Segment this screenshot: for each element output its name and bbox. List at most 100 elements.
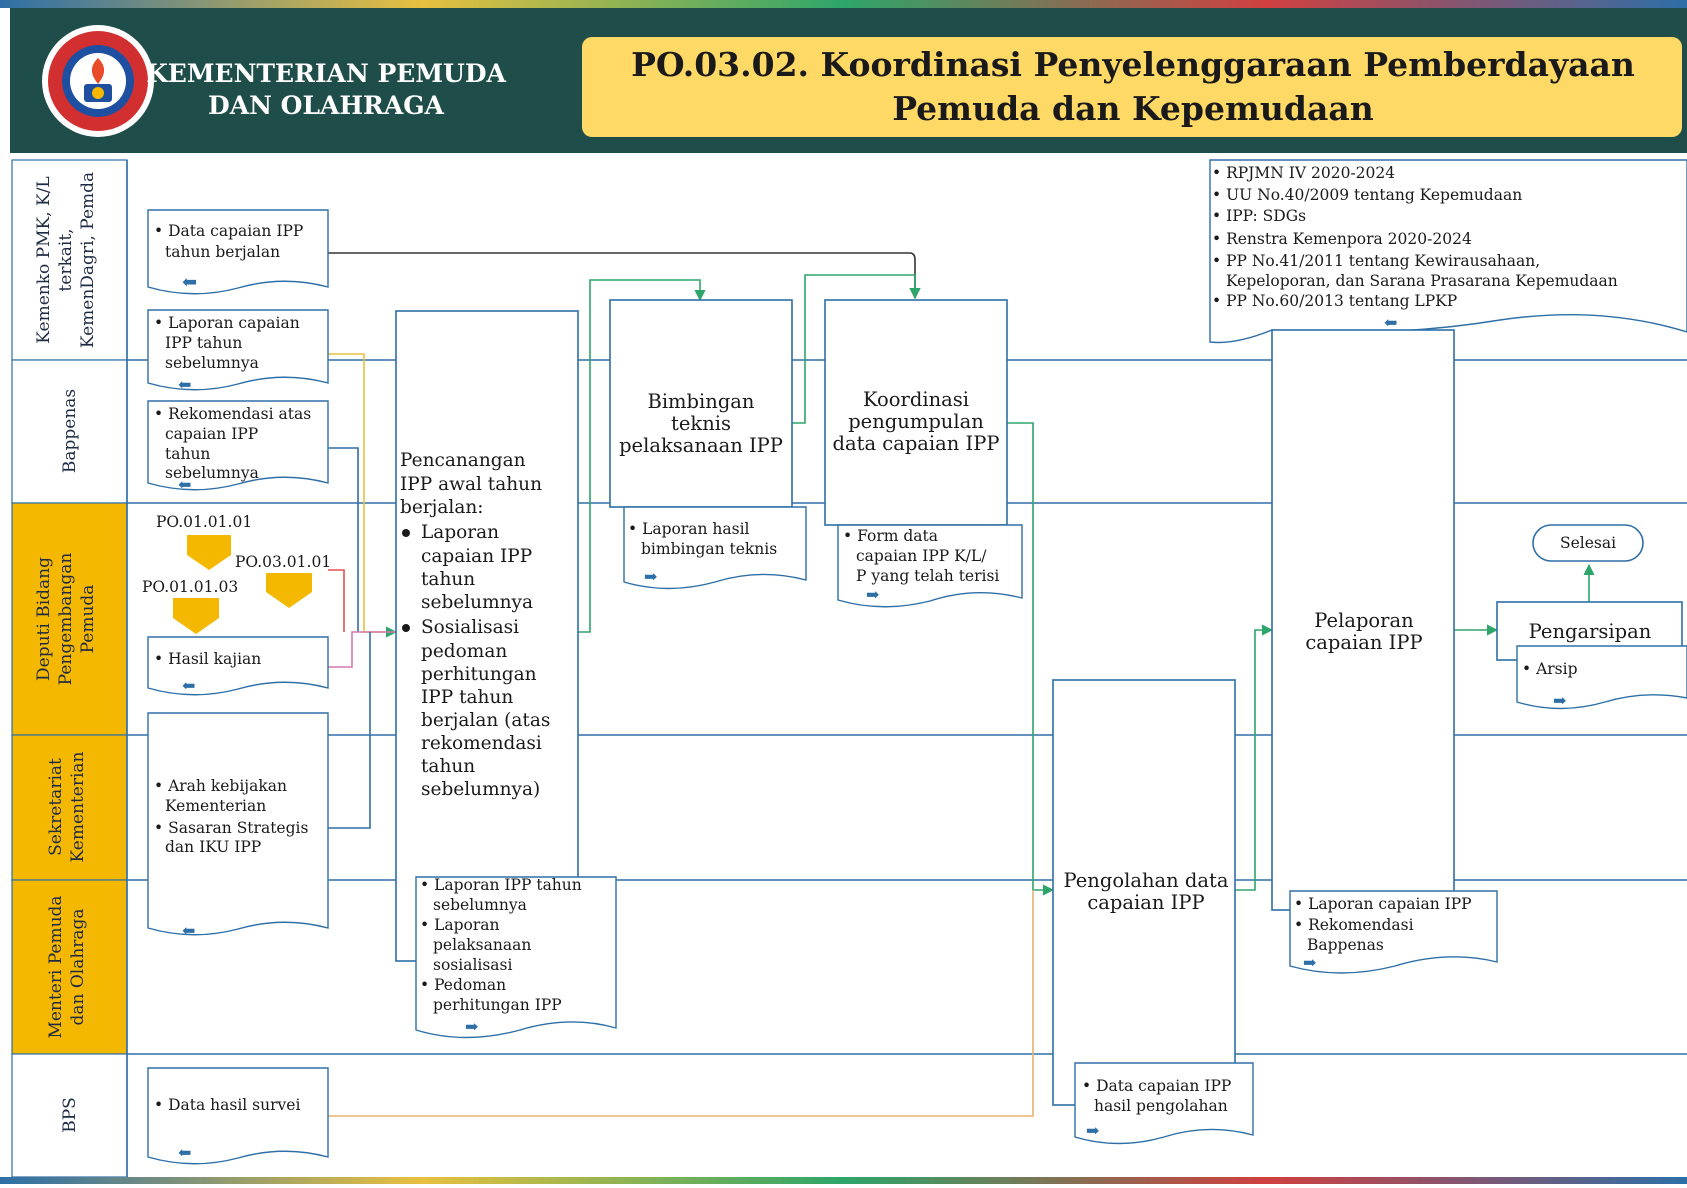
- svg-text:Bimbingan: Bimbingan: [647, 390, 754, 413]
- svg-text:IPP awal tahun: IPP awal tahun: [400, 474, 542, 495]
- svg-text:capaian IPP: capaian IPP: [421, 546, 532, 567]
- kemenpora-logo-icon: [42, 25, 154, 137]
- arrow-left-icon: ⬅: [178, 475, 191, 494]
- org-name-line1: KEMENTERIAN PEMUDA: [146, 59, 506, 88]
- svg-text:Kepeloporan, dan Sarana Prasar: Kepeloporan, dan Sarana Prasarana Kepemu…: [1226, 272, 1618, 290]
- svg-text:sebelumnya): sebelumnya): [421, 779, 540, 800]
- svg-text:KemenDagri, Pemda: KemenDagri, Pemda: [78, 172, 98, 348]
- process-pencanangan: Pencanangan IPP awal tahun berjalan: Lap…: [395, 310, 579, 962]
- svg-text:sosialisasi: sosialisasi: [433, 956, 513, 974]
- svg-text:• Renstra Kemenpora 2020-2024: • Renstra Kemenpora 2020-2024: [1212, 230, 1472, 248]
- svg-text:Kementerian: Kementerian: [68, 751, 88, 862]
- svg-text:Selesai: Selesai: [1560, 534, 1616, 552]
- svg-text:data capaian IPP: data capaian IPP: [833, 432, 1000, 455]
- svg-text:• Rekomendasi atas: • Rekomendasi atas: [154, 405, 311, 423]
- svg-text:Kemenko PMK, K/L: Kemenko PMK, K/L: [34, 176, 54, 343]
- doc-data-survei: • Data hasil survei ⬅: [147, 1067, 329, 1165]
- svg-text:• PP No.41/2011 tentang Kewira: • PP No.41/2011 tentang Kewirausahaan,: [1212, 252, 1540, 270]
- arrow-right-icon: ➡: [1303, 953, 1316, 972]
- svg-text:berjalan:: berjalan:: [400, 497, 484, 518]
- svg-text:tahun: tahun: [421, 756, 475, 777]
- svg-text:IPP tahun: IPP tahun: [165, 334, 242, 352]
- arrow-left-icon: ⬅: [178, 1143, 191, 1162]
- svg-text:sebelumnya: sebelumnya: [421, 592, 533, 613]
- arrow-right-icon: ➡: [465, 1017, 478, 1036]
- svg-text:• Arsip: • Arsip: [1522, 660, 1578, 678]
- lane-label-bps: BPS: [60, 1097, 80, 1133]
- ref-po030101: PO.03.01.01: [235, 553, 331, 571]
- svg-text:Sosialisasi: Sosialisasi: [421, 617, 519, 638]
- ref-po010101: PO.01.01.01: [156, 513, 252, 531]
- svg-text:BPS: BPS: [60, 1097, 80, 1133]
- svg-text:Bappenas: Bappenas: [60, 389, 80, 473]
- doc-output-bimbingan: • Laporan hasil bimbingan teknis ➡: [623, 506, 807, 590]
- svg-text:IPP tahun: IPP tahun: [421, 687, 513, 708]
- title-box: [582, 37, 1682, 137]
- doc-laporan-capaian: • Laporan capaian IPP tahun sebelumnya ⬅: [147, 309, 329, 394]
- doc-output-pencanangan: • Laporan IPP tahun sebelumnya • Laporan…: [415, 876, 617, 1039]
- svg-text:Kementerian: Kementerian: [165, 797, 266, 815]
- doc-arah-kebijakan: • Arah kebijakan Kementerian • Sasaran S…: [147, 712, 329, 940]
- svg-text:tahun: tahun: [421, 569, 475, 590]
- svg-text:terkait,: terkait,: [56, 228, 76, 291]
- svg-text:perhitungan IPP: perhitungan IPP: [433, 996, 562, 1014]
- svg-text:rekomendasi: rekomendasi: [421, 733, 542, 754]
- svg-text:bimbingan teknis: bimbingan teknis: [641, 540, 777, 558]
- arrow-left-icon: ⬅: [182, 272, 197, 293]
- svg-text:Laporan: Laporan: [421, 522, 499, 543]
- arrow-left-icon: ⬅: [1384, 313, 1397, 332]
- svg-text:pelaksanaan IPP: pelaksanaan IPP: [619, 434, 783, 457]
- svg-text:Deputi Bidang: Deputi Bidang: [34, 557, 54, 681]
- svg-text:hasil pengolahan: hasil pengolahan: [1094, 1097, 1228, 1115]
- svg-text:pengumpulan: pengumpulan: [848, 410, 984, 433]
- svg-text:• Laporan capaian: • Laporan capaian: [154, 314, 300, 332]
- svg-text:Sekretariat: Sekretariat: [46, 758, 66, 856]
- doc-data-capaian: • Data capaian IPP tahun berjalan ⬅: [147, 209, 329, 295]
- svg-text:Bappenas: Bappenas: [1307, 936, 1384, 954]
- lane-label-deputi: Deputi Bidang Pengembangan Pemuda: [34, 553, 98, 686]
- svg-text:Pengembangan: Pengembangan: [56, 553, 76, 686]
- svg-text:sebelumnya: sebelumnya: [165, 354, 259, 372]
- svg-text:perhitungan: perhitungan: [421, 664, 537, 685]
- swimlanes: [11, 159, 1687, 1178]
- svg-text:• Laporan IPP tahun: • Laporan IPP tahun: [420, 876, 582, 894]
- svg-text:• Laporan hasil: • Laporan hasil: [628, 520, 750, 538]
- arrow-left-icon: ⬅: [178, 375, 191, 394]
- svg-text:Pelaporan: Pelaporan: [1314, 609, 1414, 632]
- top-stripe: [0, 0, 1687, 8]
- lane-label-kemenko: Kemenko PMK, K/L terkait, KemenDagri, Pe…: [34, 172, 98, 348]
- offpage-ref-icon: [266, 573, 312, 608]
- lane-label-menteri: Menteri Pemuda dan Olahraga: [46, 895, 88, 1038]
- svg-text:Koordinasi: Koordinasi: [863, 388, 969, 411]
- svg-text:• Form data: • Form data: [843, 527, 938, 545]
- process-koordinasi: Koordinasi pengumpulan data capaian IPP: [824, 299, 1008, 526]
- svg-text:capaian IPP: capaian IPP: [165, 425, 258, 443]
- svg-text:• Data hasil survei: • Data hasil survei: [154, 1096, 300, 1114]
- svg-text:pedoman: pedoman: [421, 641, 507, 662]
- svg-text:capaian IPP: capaian IPP: [1087, 891, 1204, 914]
- svg-text:• UU No.40/2009 tentang Kepemu: • UU No.40/2009 tentang Kepemudaan: [1212, 186, 1522, 204]
- bottom-stripe: [0, 1177, 1687, 1184]
- svg-text:• Laporan capaian IPP: • Laporan capaian IPP: [1294, 895, 1472, 913]
- offpage-ref-icon: [173, 598, 219, 634]
- doc-rekomendasi: • Rekomendasi atas capaian IPP tahun seb…: [147, 400, 329, 494]
- svg-text:• Rekomendasi: • Rekomendasi: [1294, 916, 1414, 934]
- doc-regulations: • RPJMN IV 2020-2024 • UU No.40/2009 ten…: [1209, 159, 1687, 344]
- svg-text:Pemuda: Pemuda: [78, 585, 98, 654]
- svg-text:sebelumnya: sebelumnya: [433, 896, 527, 914]
- svg-text:• Arah kebijakan: • Arah kebijakan: [154, 777, 287, 795]
- svg-text:• PP No.60/2013 tentang LPKP: • PP No.60/2013 tentang LPKP: [1212, 292, 1457, 310]
- svg-text:• Laporan: • Laporan: [420, 916, 500, 934]
- svg-text:tahun berjalan: tahun berjalan: [165, 243, 280, 261]
- arrow-right-icon: ➡: [866, 585, 879, 604]
- doc-output-pengolahan: • Data capaian IPP hasil pengolahan ➡: [1074, 1062, 1254, 1145]
- arrow-right-icon: ➡: [644, 567, 657, 586]
- svg-text:tahun: tahun: [165, 445, 210, 463]
- process-pelaporan: Pelaporan capaian IPP: [1271, 329, 1455, 911]
- svg-text:Pencanangan: Pencanangan: [400, 450, 526, 471]
- doc-output-koordinasi: • Form data capaian IPP K/L/ P yang tela…: [837, 524, 1023, 608]
- svg-text:• IPP: SDGs: • IPP: SDGs: [1212, 207, 1306, 225]
- svg-text:dan IKU IPP: dan IKU IPP: [165, 838, 261, 856]
